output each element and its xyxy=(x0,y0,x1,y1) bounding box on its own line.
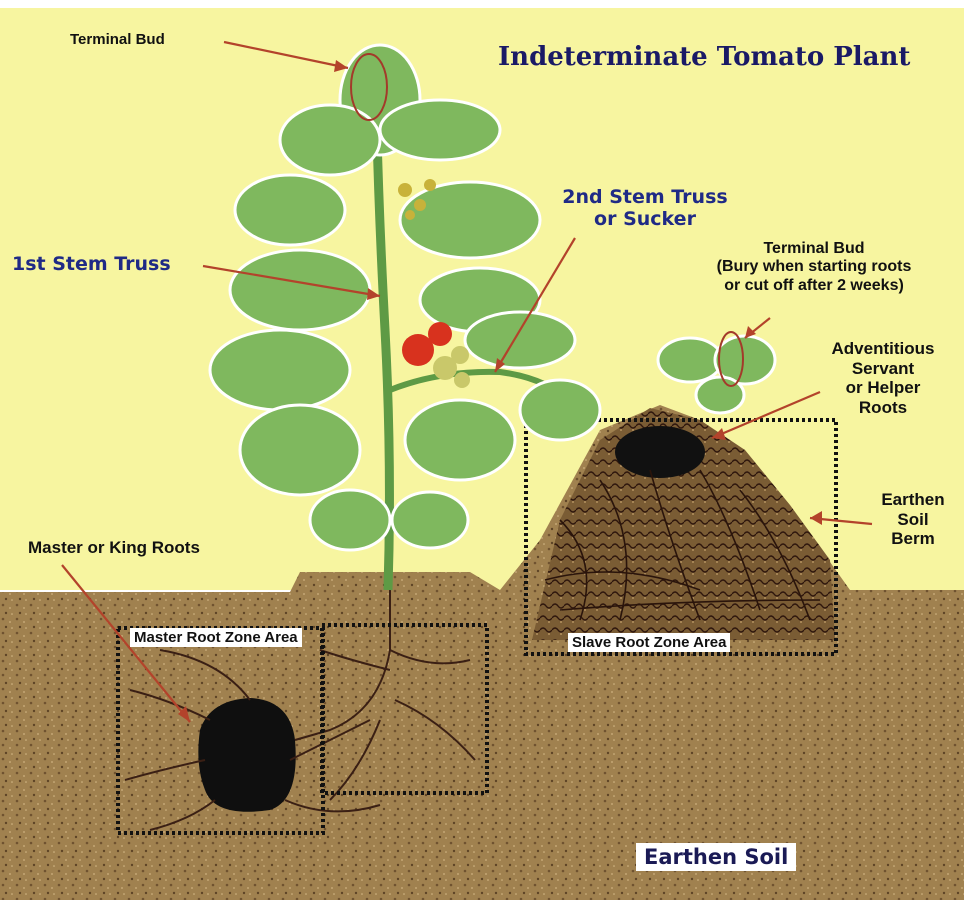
second-stem-truss-line1: 2nd Stem Truss xyxy=(540,187,750,209)
first-stem-truss-label: 1st Stem Truss xyxy=(12,254,171,276)
adventitious-line1: Adventitious xyxy=(808,339,958,359)
earthen-soil-label: Earthen Soil xyxy=(636,843,796,871)
second-stem-truss-label: 2nd Stem Truss or Sucker xyxy=(540,187,750,231)
terminal-bud-right-line2: (Bury when starting roots xyxy=(668,258,960,276)
adventitious-line2: Servant xyxy=(808,359,958,379)
page-title: Indeterminate Tomato Plant xyxy=(498,42,910,72)
berm-root-hole xyxy=(615,426,705,478)
berm-line1: Earthen xyxy=(868,490,958,510)
slave-zone-label: Slave Root Zone Area xyxy=(568,633,730,652)
master-zone-label: Master Root Zone Area xyxy=(130,628,302,647)
terminal-bud-top-label: Terminal Bud xyxy=(70,31,165,48)
second-stem-truss-line2: or Sucker xyxy=(540,209,750,231)
berm-line2: Soil xyxy=(868,510,958,530)
adventitious-roots-label: Adventitious Servant or Helper Roots xyxy=(808,339,958,417)
adventitious-line4: Roots xyxy=(808,398,958,418)
berm-line3: Berm xyxy=(868,529,958,549)
master-root-ball xyxy=(198,698,295,812)
white-border-top xyxy=(0,0,964,8)
terminal-bud-right-line3: or cut off after 2 weeks) xyxy=(668,277,960,295)
terminal-bud-right-label: Terminal Bud (Bury when starting roots o… xyxy=(668,240,960,295)
master-roots-label: Master or King Roots xyxy=(28,538,200,558)
adventitious-line3: or Helper xyxy=(808,378,958,398)
earthen-soil-berm-label: Earthen Soil Berm xyxy=(868,490,958,549)
terminal-bud-right-line1: Terminal Bud xyxy=(668,240,960,258)
